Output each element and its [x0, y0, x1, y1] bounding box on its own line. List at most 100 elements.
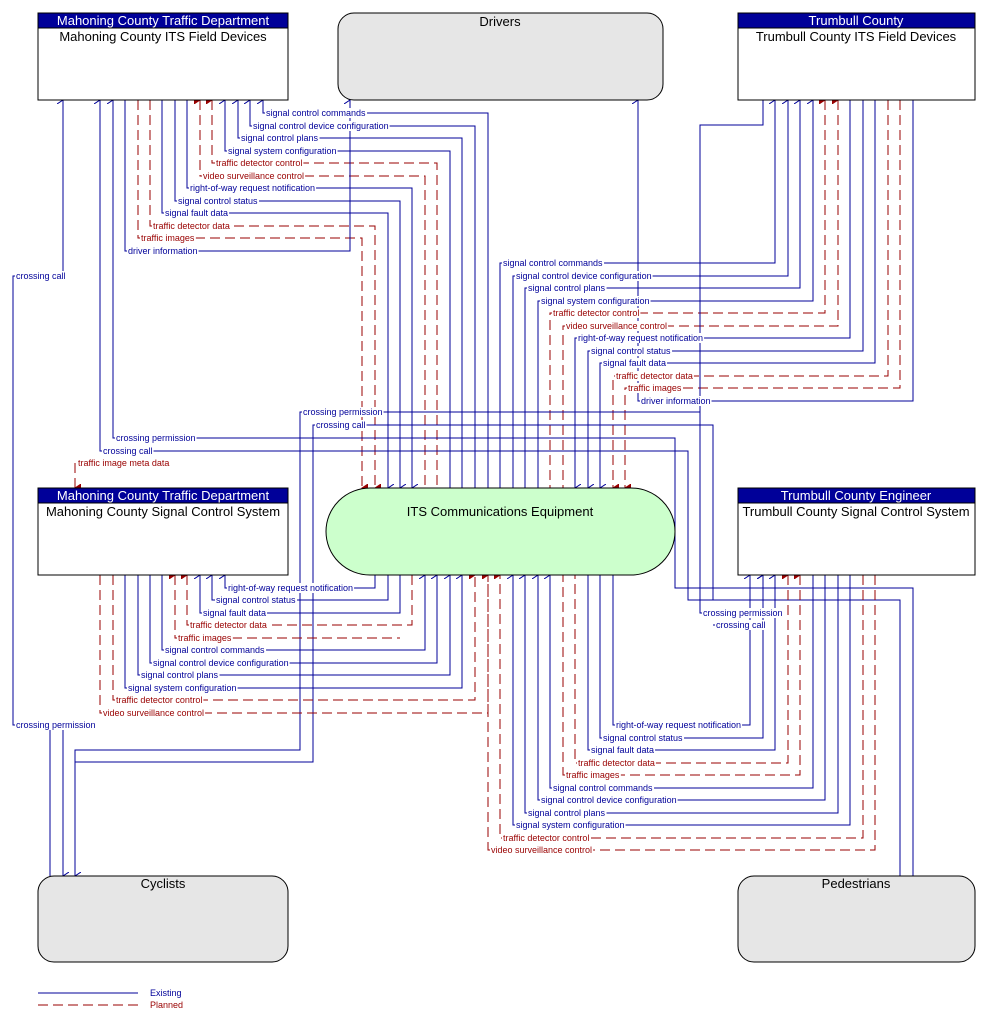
flow-label-tf8: signal control status: [591, 346, 671, 356]
flow-label-mf7: right-of-way request notification: [190, 183, 315, 193]
flow-line-tf2: [512, 100, 788, 488]
flow-label-bg: [152, 221, 231, 231]
flow-label-mf14: crossing permission: [116, 433, 196, 443]
flow-label-bg: [227, 583, 355, 593]
flow-line-ts3: [612, 575, 750, 726]
flow-label-ts13: video surveillance control: [491, 845, 592, 855]
flow-label-tf14: crossing call: [316, 420, 366, 430]
flow-line-mf6: [200, 100, 426, 488]
flow-label-ms9: signal system configuration: [128, 683, 237, 693]
node-cyclists[interactable]: Cyclists: [37, 875, 289, 963]
flow-label-ts2: crossing call: [716, 620, 766, 630]
flow-label-bg: [490, 845, 594, 855]
flow-line-tf10: [613, 100, 889, 488]
flow-line-tf14: [74, 424, 750, 876]
flow-label-bg: [715, 620, 767, 630]
flow-line-mf5: [212, 100, 438, 488]
flow-label-bg: [202, 171, 306, 181]
flow-label-ts9: signal control device configuration: [541, 795, 677, 805]
flow-label-bg: [15, 271, 67, 281]
flow-label-bg: [315, 420, 367, 430]
flow-label-tf11: traffic images: [628, 383, 682, 393]
flow-label-mf16: traffic image meta data: [78, 458, 169, 468]
flow-label-bg: [515, 820, 626, 830]
flow-line-ts10: [525, 575, 839, 814]
flow-label-bg: [140, 233, 196, 243]
flow-label-mf5: traffic detector control: [216, 158, 302, 168]
flow-label-bg: [577, 758, 656, 768]
flow-line-ts8: [550, 575, 814, 789]
flow-line-ts5: [587, 575, 775, 751]
flow-label-ts3: right-of-way request notification: [616, 720, 741, 730]
flow-line-ts7: [562, 575, 800, 776]
flow-label-tf10: traffic detector data: [616, 371, 693, 381]
flow-label-bg: [540, 795, 678, 805]
node-its-communications-equipment[interactable]: ITS Communications Equipment: [325, 487, 676, 576]
node-mahoning-signal-control-system[interactable]: Mahoning County Traffic Department Mahon…: [37, 487, 289, 576]
legend-planned-label: Planned: [150, 1000, 183, 1010]
flow-line-ms9: [124, 575, 462, 689]
flow-label-bg: [140, 670, 220, 680]
flow-line-ms4: [187, 575, 413, 626]
flow-label-ts1: crossing permission: [703, 608, 783, 618]
flow-label-tf7: right-of-way request notification: [578, 333, 703, 343]
node-mahoning-field-devices[interactable]: Mahoning County Traffic Department Mahon…: [37, 12, 289, 101]
node-pedestrians[interactable]: Pedestrians: [737, 875, 976, 963]
flow-line-mf10: [149, 100, 375, 488]
flow-line-ts9: [538, 575, 826, 801]
flow-line-ms3: [200, 575, 401, 614]
flow-label-tf12: driver information: [641, 396, 711, 406]
flow-label-mf9: signal fault data: [165, 208, 228, 218]
flow-line-mf1: [263, 100, 489, 488]
node-header: Mahoning County Traffic Department: [57, 13, 270, 28]
flow-label-bg: [590, 745, 656, 755]
flow-line-ts13: [488, 575, 876, 851]
flow-label-bg: [202, 608, 268, 618]
flow-line-tf9: [600, 100, 876, 488]
node-title: Pedestrians: [822, 876, 891, 891]
flow-line-tf4: [537, 100, 813, 488]
flow-label-ts4: signal control status: [603, 733, 683, 743]
flow-label-ts7: traffic images: [566, 770, 620, 780]
flow-label-bg: [627, 383, 683, 393]
flow-label-bg: [602, 733, 685, 743]
flow-label-bg: [565, 321, 669, 331]
node-title: Cyclists: [141, 876, 186, 891]
node-trumbull-field-devices[interactable]: Trumbull County Trumbull County ITS Fiel…: [737, 12, 976, 101]
flow-label-bg: [577, 333, 705, 343]
flow-label-mf10: traffic detector data: [153, 221, 230, 231]
flow-label-ts11: signal system configuration: [516, 820, 625, 830]
flow-label-ms5: traffic images: [178, 633, 232, 643]
flow-label-mf15: crossing call: [103, 446, 153, 456]
flow-line-ms2: [212, 575, 389, 601]
flow-line-ms10: [112, 575, 475, 701]
flow-label-bg: [552, 308, 641, 318]
flow-label-bg: [102, 446, 154, 456]
flow-label-bg: [215, 158, 304, 168]
flow-label-mf4: signal system configuration: [228, 146, 337, 156]
flow-label-mc1: crossing permission: [16, 720, 96, 730]
flow-label-tf2: signal control device configuration: [516, 271, 652, 281]
flow-label-tf5: traffic detector control: [553, 308, 639, 318]
flow-label-ms2: signal control status: [216, 595, 296, 605]
flow-label-bg: [702, 608, 784, 618]
flow-label-bg: [189, 183, 317, 193]
flow-label-tf4: signal system configuration: [541, 296, 650, 306]
flow-label-bg: [177, 196, 260, 206]
flow-label-bg: [515, 271, 653, 281]
flow-label-tf13: crossing permission: [303, 407, 383, 417]
flow-label-bg: [127, 246, 199, 256]
flow-label-mf8: signal control status: [178, 196, 258, 206]
flow-line-tf7: [575, 100, 851, 488]
flow-line-mf13: [12, 100, 63, 876]
node-drivers[interactable]: Drivers: [337, 12, 664, 101]
flow-label-ts12: traffic detector control: [503, 833, 589, 843]
flow-label-bg: [164, 645, 267, 655]
flow-label-tf3: signal control plans: [528, 283, 606, 293]
node-trumbull-signal-control-system[interactable]: Trumbull County Engineer Trumbull County…: [737, 487, 976, 576]
flow-label-bg: [77, 458, 171, 468]
flow-label-bg: [640, 396, 712, 406]
flow-label-mf3: signal control plans: [241, 133, 319, 143]
node-title: Trumbull County Signal Control System: [742, 504, 969, 519]
legend: Existing Planned: [38, 988, 183, 1010]
